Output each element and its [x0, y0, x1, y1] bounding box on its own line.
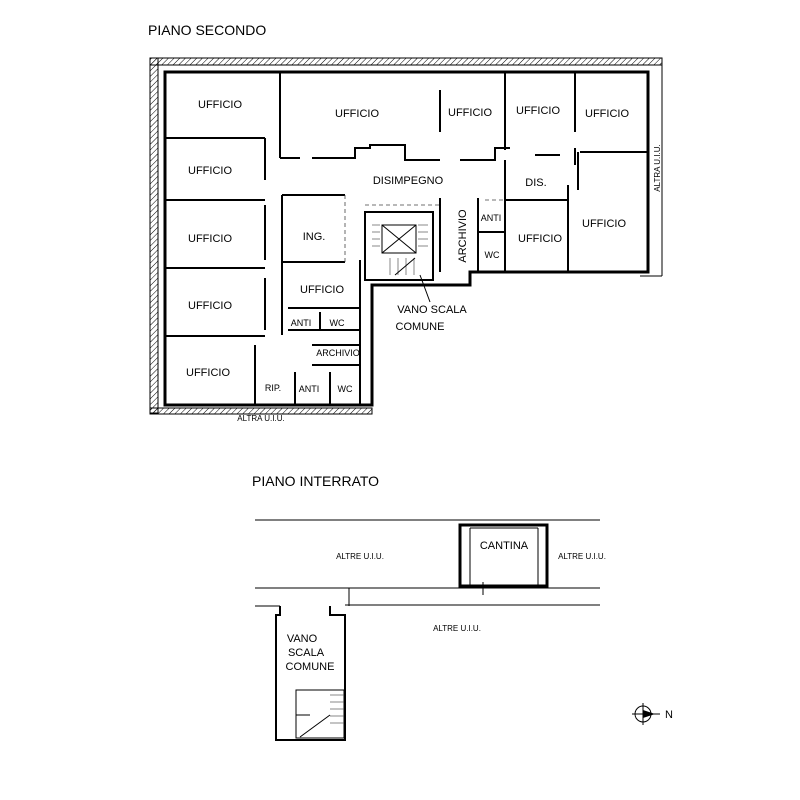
- room-label-dis: DIS.: [525, 177, 546, 189]
- adjacent-unit-label: ALTRA U.I.U.: [653, 144, 662, 191]
- room-label-ufficio: UFFICIO: [516, 105, 560, 117]
- room-label-ufficio: UFFICIO: [335, 108, 379, 120]
- room-label-wc: WC: [330, 318, 345, 328]
- room-label-ufficio: UFFICIO: [198, 99, 242, 111]
- room-label-anti: ANTI: [299, 384, 320, 394]
- room-label-archivio: ARCHIVIO: [457, 209, 469, 263]
- left-exterior-wall: [149, 57, 159, 414]
- room-label-ufficio: UFFICIO: [188, 300, 232, 312]
- room-label-archivio: ARCHIVIO: [316, 348, 360, 358]
- room-label-ufficio: UFFICIO: [448, 107, 492, 119]
- room-label-ufficio: UFFICIO: [188, 233, 232, 245]
- north-arrow-icon: N: [632, 703, 673, 725]
- north-label: N: [665, 709, 673, 721]
- second-floor-walls: [163, 58, 663, 407]
- room-label-ufficio: UFFICIO: [582, 218, 626, 230]
- second-floor-room-labels: UFFICIO UFFICIO UFFICIO UFFICIO UFFICIO …: [186, 99, 662, 423]
- room-label-anti: ANTI: [291, 318, 312, 328]
- basement-plan: PIANO INTERRATO CANTINA ALTRE U.I.U.: [252, 473, 606, 741]
- bottom-exterior-wall: [149, 407, 373, 415]
- basement-room-labels: CANTINA ALTRE U.I.U. ALTRE U.I.U. ALTRE …: [286, 540, 606, 673]
- room-label-cantina: CANTINA: [480, 540, 529, 552]
- second-floor-title: PIANO SECONDO: [148, 22, 266, 38]
- adjacent-unit-label: ALTRA U.I.U.: [237, 414, 284, 423]
- room-label-ufficio: UFFICIO: [186, 367, 230, 379]
- room-label-wc: WC: [338, 384, 353, 394]
- stair-leader-line: [419, 274, 431, 303]
- room-label-ufficio: UFFICIO: [300, 284, 344, 296]
- room-label-ufficio: UFFICIO: [518, 233, 562, 245]
- room-label-ufficio: UFFICIO: [585, 108, 629, 120]
- room-label-rip: RIP.: [265, 383, 281, 393]
- adjacent-units-label: ALTRE U.I.U.: [336, 552, 384, 561]
- stair-label-line2: COMUNE: [396, 321, 445, 333]
- room-label-disimpegno: DISIMPEGNO: [373, 175, 444, 187]
- stair-label-line1: VANO SCALA: [397, 304, 467, 316]
- top-exterior-wall: [149, 57, 663, 66]
- second-floor-plan: PIANO SECONDO: [148, 22, 663, 423]
- room-label-anti: ANTI: [481, 213, 502, 223]
- basement-title: PIANO INTERRATO: [252, 473, 379, 489]
- room-label-ing: ING.: [303, 231, 326, 243]
- adjacent-units-label: ALTRE U.I.U.: [433, 624, 481, 633]
- basement-walls: [255, 519, 600, 741]
- room-label-wc: WC: [485, 250, 500, 260]
- cantina-walls: [458, 523, 549, 588]
- room-label-ufficio: UFFICIO: [188, 165, 232, 177]
- stair-label-line2: SCALA: [288, 647, 325, 659]
- stair-label-line3: COMUNE: [286, 661, 335, 673]
- stair-core-outline: [364, 211, 434, 281]
- adjacent-units-label: ALTRE U.I.U.: [558, 552, 606, 561]
- stair-label-line1: VANO: [287, 633, 318, 645]
